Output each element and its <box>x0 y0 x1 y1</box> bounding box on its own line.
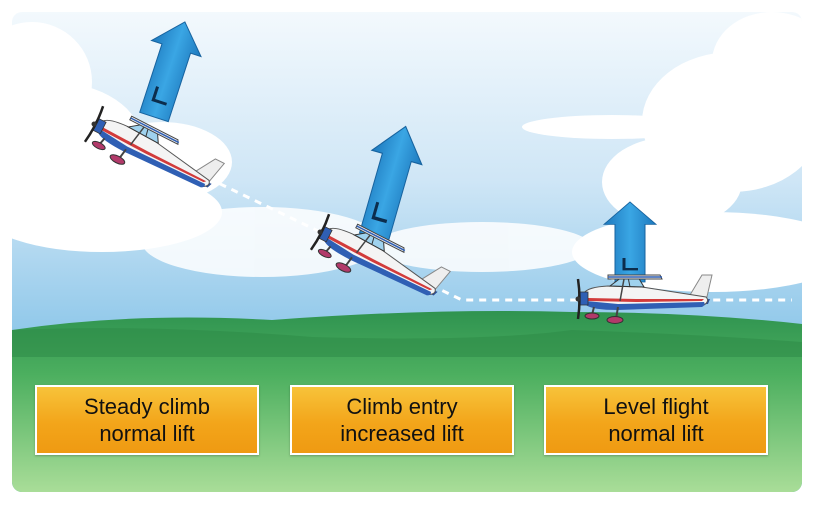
label-line-2: normal lift <box>99 421 195 446</box>
label-line-1: Steady climb <box>84 394 210 419</box>
flight-diagram: Steady climb normal lift Climb entry inc… <box>12 12 802 492</box>
label-line-1: Climb entry <box>346 394 458 419</box>
label-line-2: increased lift <box>340 421 464 446</box>
label-climb-entry: Climb entry increased lift <box>290 385 514 455</box>
label-level-flight: Level flight normal lift <box>544 385 768 455</box>
label-steady-climb: Steady climb normal lift <box>35 385 259 455</box>
label-line-2: normal lift <box>608 421 704 446</box>
cloud-icon <box>142 207 592 277</box>
label-line-1: Level flight <box>603 394 709 419</box>
